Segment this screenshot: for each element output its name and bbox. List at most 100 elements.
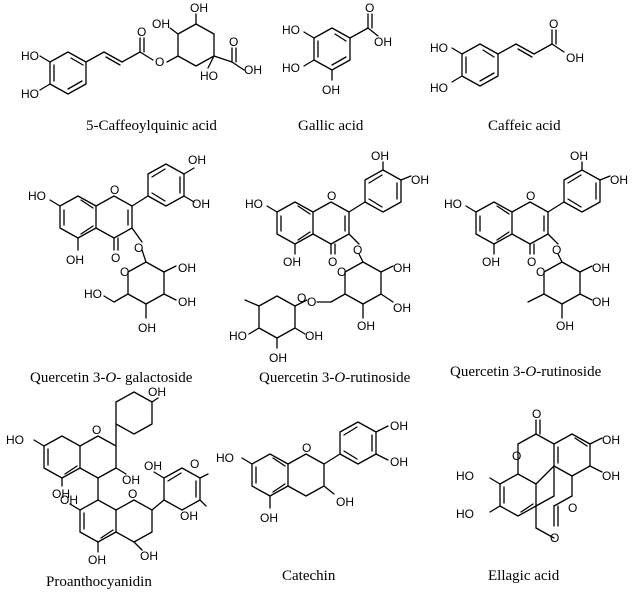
atom-label: O: [526, 189, 535, 203]
caption-ellagic-acid: Ellagic acid: [488, 568, 560, 584]
caption-quercetin-3-o-rutinoside-middle: Quercetin 3-O-rutinoside: [259, 370, 410, 387]
atom-label: O: [110, 183, 119, 197]
atom-label: HO: [430, 81, 448, 95]
caption-catechin: Catechin: [282, 568, 336, 584]
atom-label: OH: [336, 495, 354, 509]
molecule-proanthocyanidin: OH HO O OH OH OH OH O O OH OH OH Proanth…: [0, 385, 210, 596]
molecule-caffeic-acid: HO HO O OH Caffeic acid: [420, 0, 643, 150]
atom-label: OH: [592, 261, 610, 275]
atom-label: OH: [357, 319, 375, 333]
caption-italic: O: [334, 370, 346, 386]
atom-label: O: [353, 243, 362, 257]
atom-label: OH: [190, 1, 208, 15]
atom-label: OH: [393, 301, 411, 315]
atom-label: HO: [245, 197, 263, 211]
caption-quercetin-3-o-galactoside: Quercetin 3-O- galactoside: [30, 370, 192, 387]
atom-label: OH: [178, 295, 196, 309]
atom-label: O: [512, 449, 521, 463]
atom-label: OH: [602, 469, 620, 483]
structure-proanthocyanidin: OH HO O OH OH OH OH O O OH OH OH: [6, 385, 209, 567]
atom-label: HO: [456, 507, 474, 521]
atom-label: O: [328, 255, 337, 269]
caption-quercetin-3-o-rutinoside-right: Quercetin 3-O-rutinoside: [450, 364, 601, 381]
atom-label: OH: [592, 295, 610, 309]
caption-italic: O: [105, 370, 117, 386]
atom-label: OH: [66, 253, 84, 267]
structure-quercetin-3-o-rutinoside-middle: OH OH HO O OH O O O OH O OH OH O HO OH O…: [229, 149, 429, 365]
atom-label: HO: [84, 287, 102, 301]
atom-label: O: [111, 251, 120, 265]
atom-label: OH: [138, 321, 156, 335]
atom-label: OH: [305, 329, 323, 343]
atom-label: O: [134, 241, 143, 255]
caption-caffeic-acid: Caffeic acid: [488, 118, 561, 134]
atom-label: OH: [122, 473, 140, 487]
structure-quercetin-3-o-galactoside: OH OH HO O OH O O O HO OH OH OH: [28, 153, 210, 335]
atom-label: O: [120, 265, 129, 279]
atom-label: O: [549, 17, 558, 31]
atom-label: O: [550, 531, 559, 545]
caption-suffix: -rutinoside: [345, 370, 411, 386]
structure-caffeic-acid: HO HO O OH: [430, 17, 584, 95]
molecule-quercetin-3-o-rutinoside-right: OH OH HO O OH O O O OH OH OH Quercetin 3…: [430, 149, 643, 400]
atom-label: O: [229, 35, 238, 49]
atom-label: OH: [88, 553, 106, 567]
atom-label: OH: [152, 17, 170, 31]
caption-prefix: Quercetin 3-: [259, 370, 335, 386]
atom-label: HO: [282, 61, 300, 75]
atom-label: OH: [148, 385, 166, 399]
molecule-gallic-acid: HO HO OH OH O Gallic acid: [270, 0, 420, 150]
atom-label: OH: [178, 261, 196, 275]
atom-label: O: [302, 441, 311, 455]
atom-label: OH: [556, 319, 574, 333]
atom-label: OH: [244, 63, 262, 77]
atom-label: HO: [456, 469, 474, 483]
molecule-5-caffeoylquinic-acid: HO HO O O OH OH OH HO O 5-Caffeoylquinic…: [0, 0, 270, 150]
atom-label: OH: [188, 153, 206, 167]
atom-label: OH: [482, 255, 500, 269]
atom-label: HO: [21, 87, 39, 101]
atom-label: O: [137, 25, 146, 39]
atom-label: HO: [21, 49, 39, 63]
atom-label: O: [337, 265, 346, 279]
caption-gallic-acid: Gallic acid: [298, 118, 364, 134]
molecule-quercetin-3-o-rutinoside-middle: OH OH HO O OH O O O OH O OH OH O HO OH O…: [225, 149, 430, 400]
structure-5-caffeoylquinic-acid: HO HO O O OH OH OH HO O: [21, 1, 262, 101]
atom-label: HO: [282, 23, 300, 37]
atom-label: HO: [216, 451, 234, 465]
atom-label: OH: [610, 173, 628, 187]
atom-label: O: [327, 189, 336, 203]
atom-label: OH: [269, 351, 287, 365]
caption-prefix: Quercetin 3-: [450, 364, 526, 380]
molecule-ellagic-acid: O OH O OH HO HO O O Ellagic acid: [430, 400, 643, 596]
structure-gallic-acid: HO HO OH OH O: [282, 1, 392, 97]
molecule-catechin: OH OH HO O OH OH Catechin: [210, 400, 430, 596]
atom-label: O: [532, 407, 541, 421]
atom-label: OH: [60, 493, 78, 507]
atom-label: O: [92, 423, 101, 437]
atom-label: OH: [602, 433, 620, 447]
atom-label: OH: [393, 261, 411, 275]
atom-label: O: [297, 291, 306, 305]
atom-label: HO: [6, 433, 24, 447]
atom-label: OH: [52, 487, 70, 501]
atom-label: HO: [229, 329, 247, 343]
atom-label: O: [568, 501, 577, 515]
atom-label: HO: [200, 69, 218, 83]
atom-label: OH: [390, 455, 408, 469]
structure-quercetin-3-o-rutinoside-right: OH OH HO O OH O O O OH OH OH: [444, 149, 628, 333]
caption-italic: O: [525, 364, 537, 380]
atom-label: O: [128, 487, 137, 501]
atom-label: O: [307, 295, 316, 309]
molecule-quercetin-3-o-galactoside: OH OH HO O OH O O O HO OH OH OH Querceti…: [0, 150, 225, 400]
atom-label: O: [190, 457, 199, 471]
caption-5-caffeoylquinic-acid: 5-Caffeoylquinic acid: [86, 118, 217, 134]
caption-prefix: Quercetin 3-: [30, 370, 106, 386]
structure-catechin: OH OH HO O OH OH: [216, 419, 408, 525]
atom-label: O: [155, 55, 164, 69]
atom-label: OH: [180, 509, 198, 523]
structure-ellagic-acid: O OH O OH HO HO O O: [456, 407, 620, 545]
atom-label: OH: [140, 549, 158, 563]
atom-label: OH: [144, 459, 162, 473]
